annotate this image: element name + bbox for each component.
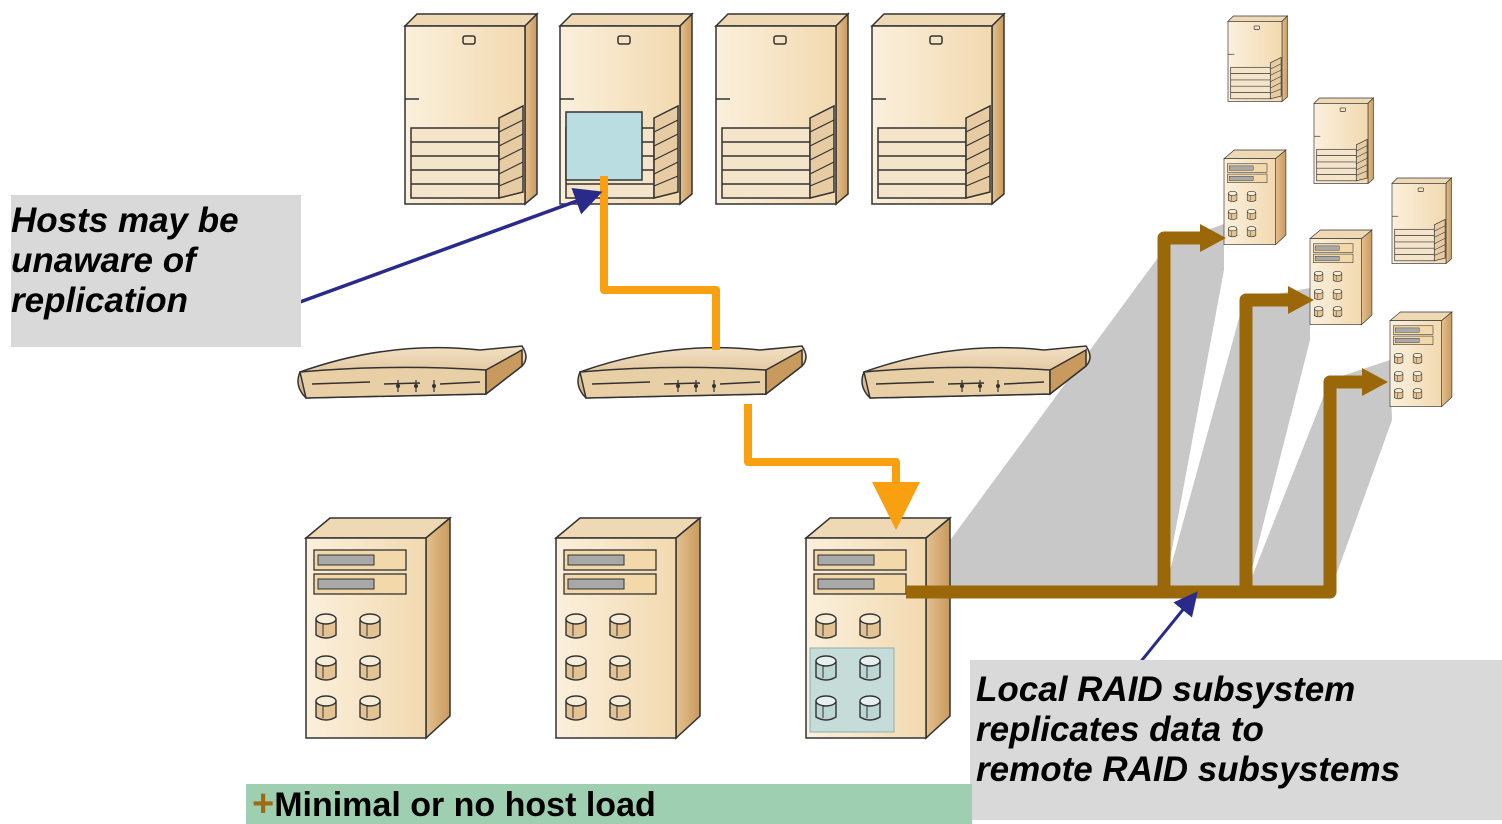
network-switches [297,345,1091,399]
raid-callout-line-1: Local RAID subsystem [976,670,1356,709]
raid-callout: Local RAID subsystem replicates data to … [970,660,1502,820]
hosts-callout-pointer [299,188,603,304]
replication-path [906,231,1364,599]
remote-raid-2-icon [1310,230,1372,325]
raid-array-1-icon [306,518,450,738]
switch-1-icon [297,345,527,399]
replication-shadows [912,224,1392,592]
raid-callout-pointer [1132,591,1198,671]
remote-host-3-icon [1391,177,1452,264]
host-io-path [600,176,920,530]
hosts-callout: Hosts may be unaware of replication [11,195,301,347]
host-servers [404,13,1005,205]
host-server-4-icon [871,13,1005,205]
host-bus-adapter-icon [565,111,643,181]
host-server-1-icon [404,13,538,205]
benefit-text: Minimal or no host load [274,786,656,824]
switch-2-icon [577,345,807,399]
remote-host-2-icon [1313,97,1374,184]
raid-callout-line-2: replicates data to [976,710,1264,749]
hosts-callout-line-1: Hosts may be [11,201,239,240]
remote-raid-3-icon [1390,312,1452,407]
remote-raid-1-icon [1224,150,1286,245]
switch-3-icon [861,345,1091,399]
host-server-3-icon [715,13,849,205]
raid-array-3-icon [806,518,950,738]
replication-arrowheads [1200,224,1388,396]
remote-host-1-icon [1227,15,1288,102]
plus-marker: + [252,784,275,824]
local-raid-arrays [306,518,950,738]
hosts-callout-line-3: replication [11,281,188,320]
benefit-banner: +Minimal or no host load [246,784,972,824]
hosts-callout-line-2: unaware of [11,241,196,280]
raid-callout-line-3: remote RAID subsystems [976,750,1401,789]
raid-array-2-icon [556,518,700,738]
